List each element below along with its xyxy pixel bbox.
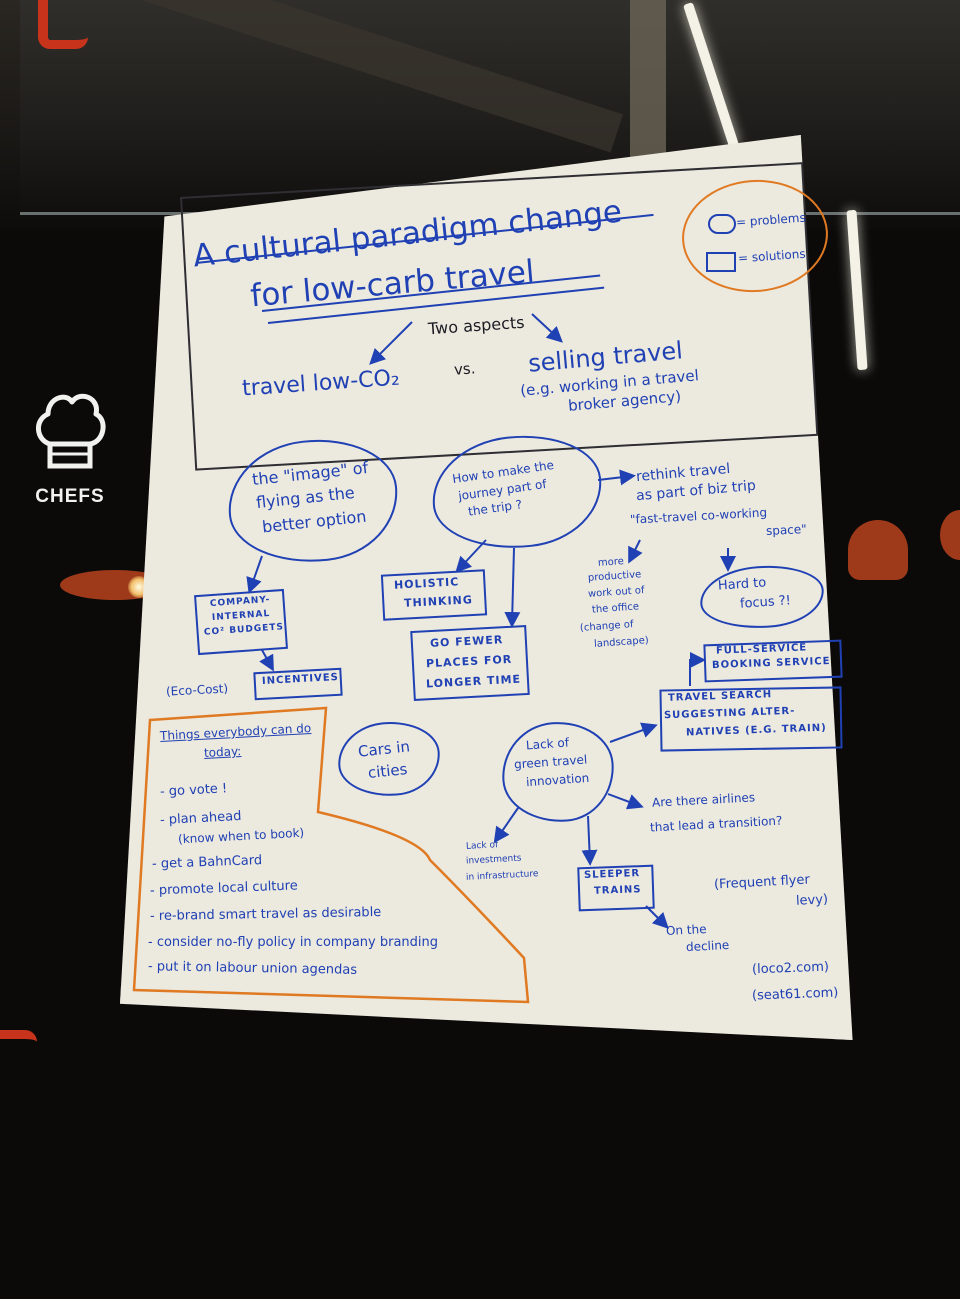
legend-box-icon: [706, 252, 736, 272]
everybody-item-6: - consider no-fly policy in company bran…: [148, 935, 439, 950]
arrow-journey-to-rethink: [597, 469, 636, 486]
arrow-innovation-to-sleeper: [581, 815, 598, 866]
arrow-journey-to-holistic: [455, 539, 487, 573]
arrow-innovation-to-search: [609, 722, 658, 743]
arrow-to-productive: [628, 539, 643, 564]
arrow-budgets-to-incentives: [259, 649, 274, 672]
arrow-sleeper-to-decline: [645, 905, 669, 929]
pendant-lamp-right: [848, 520, 908, 580]
legend-cloud-icon: [708, 214, 736, 234]
arrow-search-to-fullservice: [689, 652, 706, 686]
door-handle-top: [38, 0, 88, 49]
chefs-sign: CHEFS: [28, 388, 112, 508]
arrow-journey-to-fewer: [504, 547, 521, 628]
arrow-innovation-to-investments: [493, 807, 519, 844]
arrow-flying-to-budgets: [246, 555, 263, 594]
arrow-to-right-aspect: [531, 313, 563, 343]
arrow-to-left-aspect: [369, 321, 413, 365]
chef-hat-icon: [36, 393, 106, 469]
door-handle-bottom: [0, 1030, 37, 1299]
arrow-innovation-to-airlines: [607, 793, 644, 810]
pendant-lamp-far-right: [940, 510, 960, 560]
chefs-label: CHEFS: [35, 486, 105, 507]
